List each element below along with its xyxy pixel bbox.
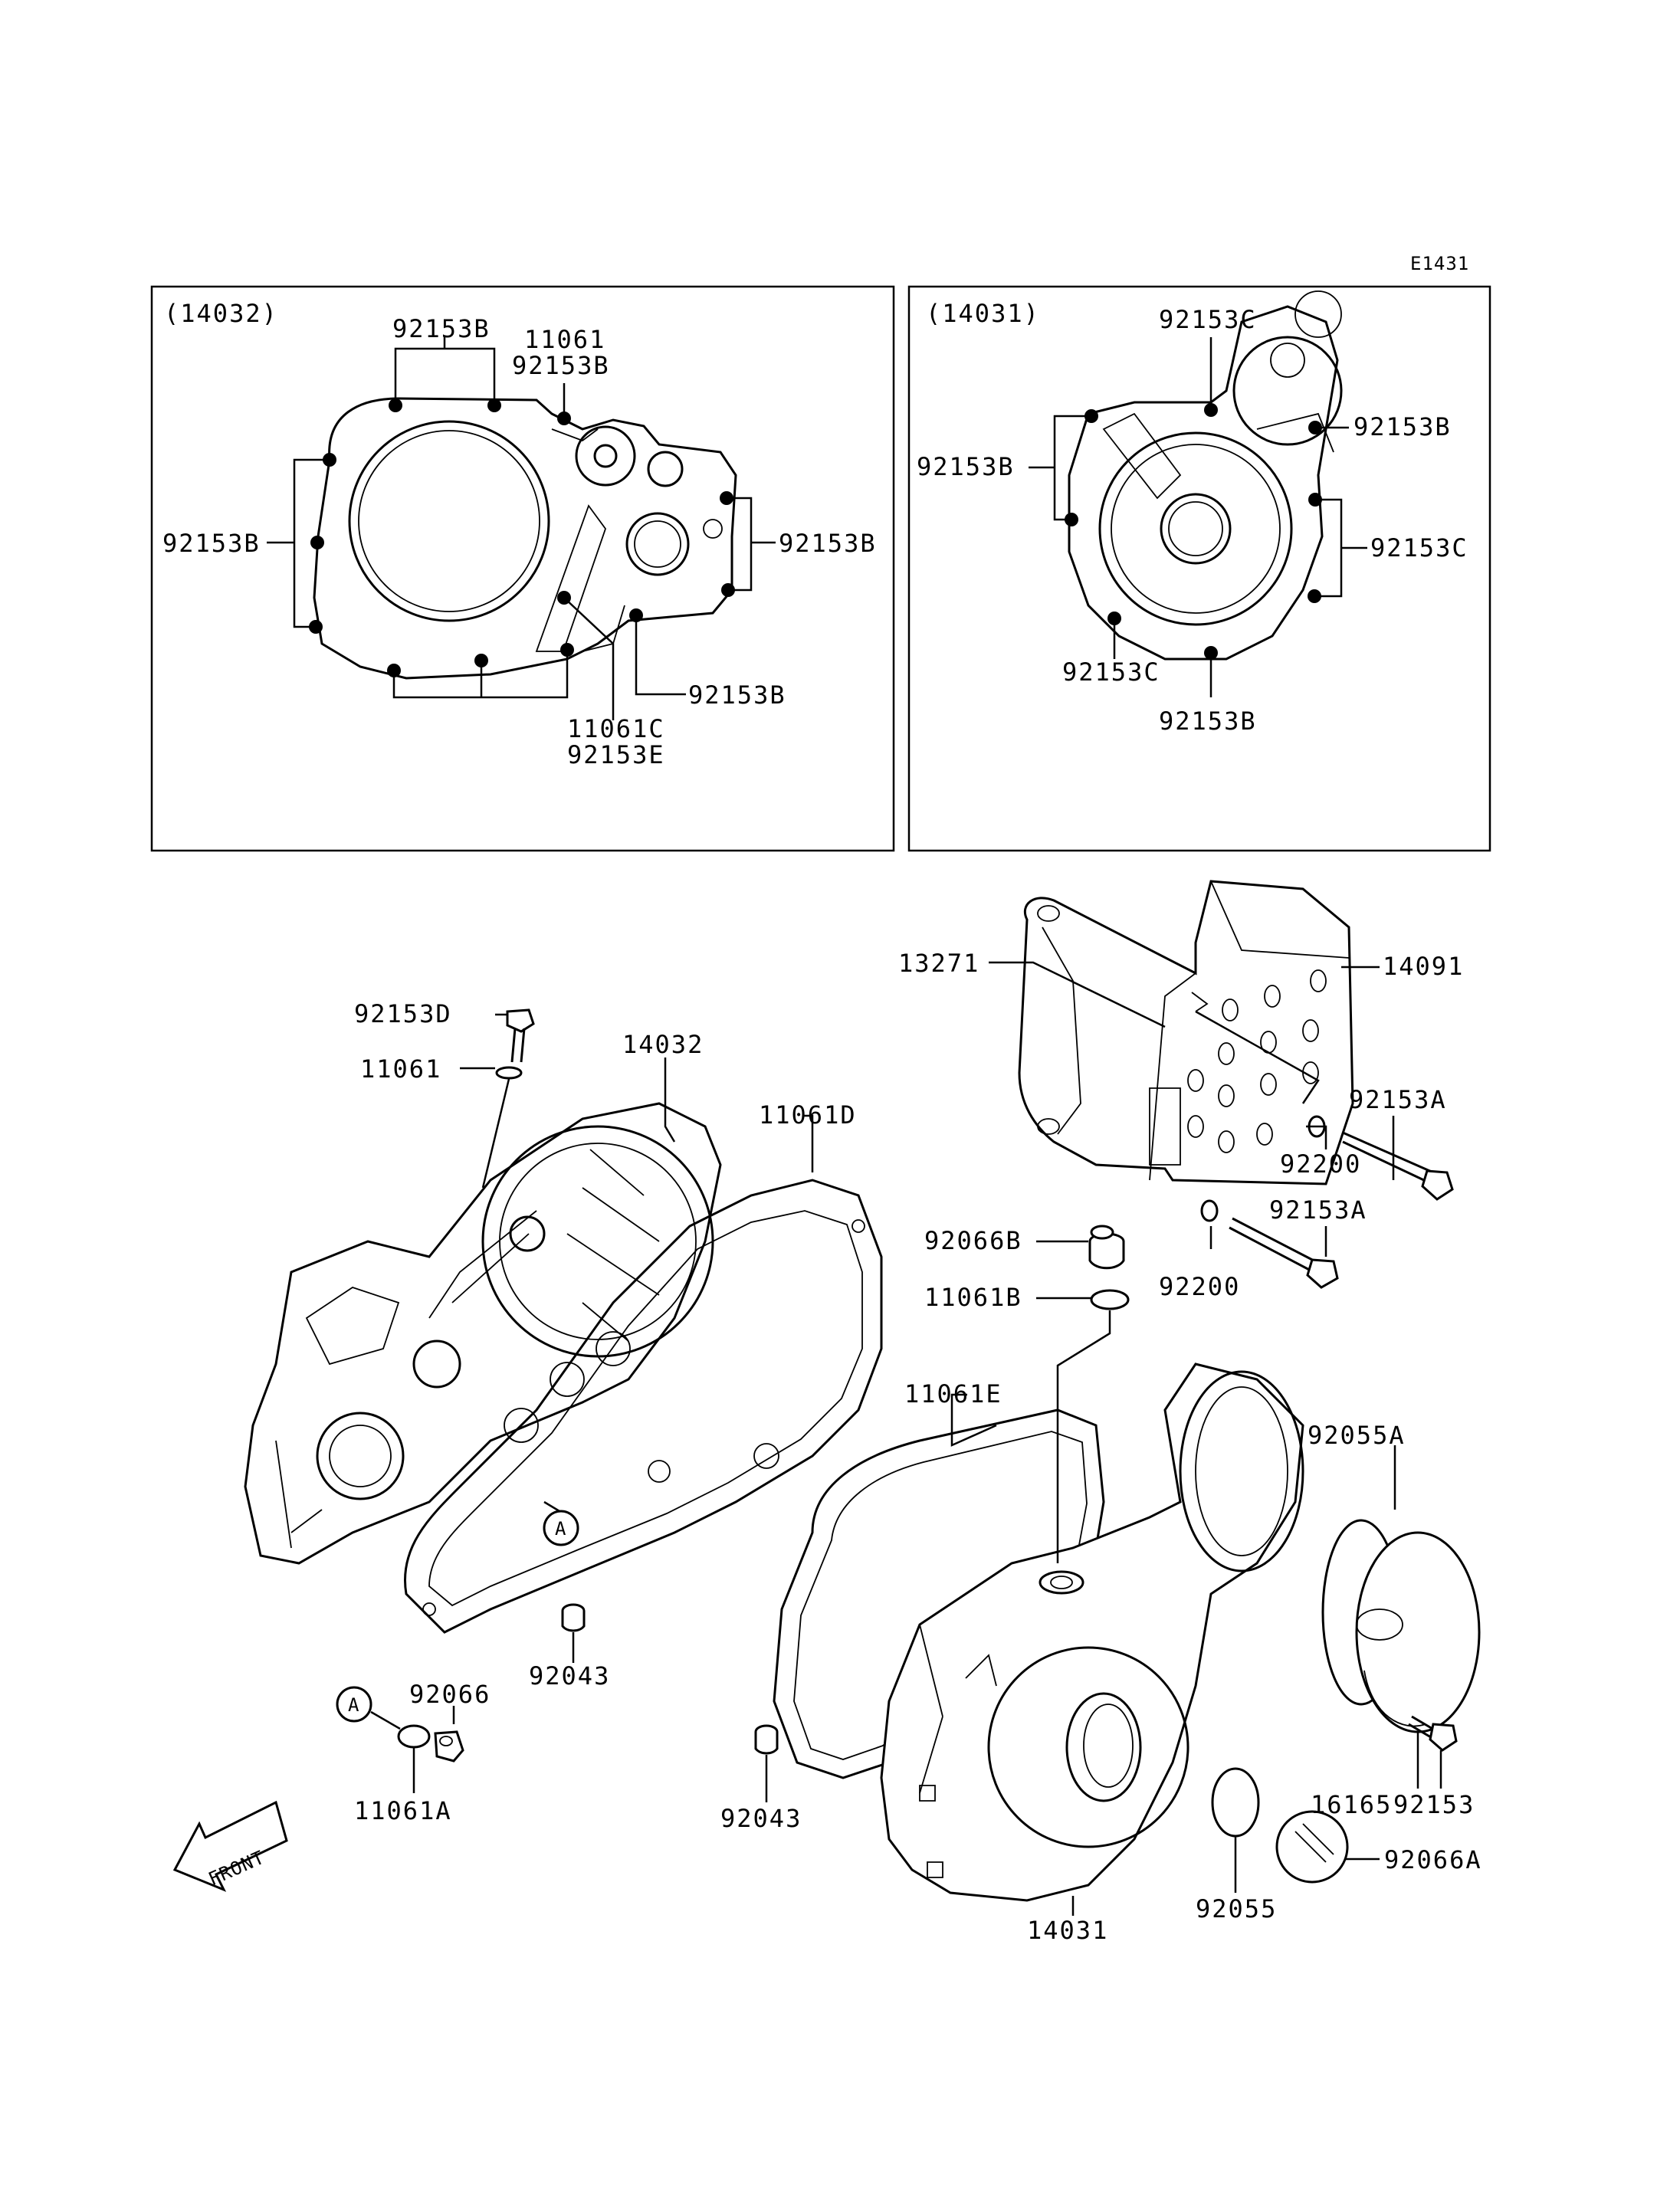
label-92153A-lower: 92153A — [1269, 1195, 1367, 1225]
o-ring-92055 — [1211, 1767, 1260, 1838]
label-92153A-upper: 92153A — [1349, 1085, 1447, 1114]
plug-92066A — [1275, 1810, 1349, 1884]
label-92153B-top-right: 92153B — [512, 351, 610, 380]
main-leaders — [370, 961, 1442, 1916]
ref-marker-a-upper: A — [543, 1510, 579, 1546]
label-92066: 92066 — [409, 1680, 491, 1709]
crankcase-cover-14032 — [244, 1102, 722, 1565]
dowel-pin-92043-left — [561, 1603, 586, 1632]
label-92153B-left: 92153B — [917, 452, 1015, 481]
dowel-pin-92043-right — [754, 1724, 779, 1755]
inset-right-frame — [907, 285, 1491, 852]
plug-92066 — [434, 1730, 464, 1763]
inset-left-cover-drawing — [313, 397, 737, 680]
ref-marker-a-lower: A — [336, 1686, 372, 1723]
gasket-11061E — [773, 1408, 1105, 1779]
label-92153D: 92153D — [354, 999, 452, 1028]
front-arrow-icon: FRONT — [172, 1800, 288, 1892]
label-11061E: 11061E — [904, 1379, 1002, 1408]
label-92153B-bottom: 92153B — [1159, 707, 1257, 736]
label-92055: 92055 — [1196, 1894, 1277, 1923]
inset-left-title: (14032) — [164, 299, 278, 328]
label-92153B-right: 92153B — [779, 529, 877, 558]
diagram-id: E1431 — [1410, 253, 1469, 274]
inset-left-frame — [150, 285, 895, 852]
label-92153B-bottom-right: 92153B — [688, 680, 786, 710]
label-11061A: 11061A — [354, 1796, 452, 1825]
inset-left-leaders — [267, 337, 776, 720]
bolt-92153D — [506, 1008, 535, 1063]
label-14031: 14031 — [1027, 1916, 1108, 1945]
label-92043-right: 92043 — [720, 1804, 802, 1833]
bolt-92153 — [1408, 1715, 1458, 1752]
label-14032: 14032 — [622, 1030, 704, 1059]
label-92200-lower: 92200 — [1159, 1272, 1240, 1301]
label-92153B-right-top: 92153B — [1354, 412, 1452, 441]
label-92043-left: 92043 — [529, 1661, 610, 1690]
label-11061D: 11061D — [759, 1100, 857, 1130]
inset-right-title: (14031) — [926, 299, 1040, 328]
svg-text:A: A — [348, 1694, 359, 1716]
label-11061B: 11061B — [924, 1283, 1022, 1312]
label-92066A: 92066A — [1384, 1845, 1482, 1874]
inset-right-leaders — [1029, 337, 1367, 697]
bolt-92153A-lower — [1200, 1199, 1339, 1289]
inset-right-14031: (14031) — [907, 285, 1491, 852]
label-11061-top-right: 11061 — [524, 325, 605, 354]
label-92153C-right: 92153C — [1370, 533, 1468, 562]
label-16165: 16165 — [1311, 1790, 1392, 1819]
label-92153B-left: 92153B — [162, 529, 261, 558]
inset-left-14032: (14032) — [150, 285, 895, 852]
svg-text:A: A — [555, 1518, 566, 1540]
label-92055A: 92055A — [1308, 1421, 1406, 1450]
label-11061C: 11061C — [567, 714, 665, 743]
label-92066B: 92066B — [924, 1226, 1022, 1255]
label-92153C-top: 92153C — [1159, 305, 1257, 334]
washer-11061 — [495, 1066, 523, 1080]
label-92153B-top: 92153B — [392, 314, 491, 343]
crankcase-cover-14031 — [880, 1362, 1304, 1902]
label-11061: 11061 — [360, 1054, 441, 1084]
gasket-11061D — [404, 1179, 883, 1634]
washer-11061B — [1090, 1289, 1130, 1310]
inset-left-bolt-dots — [309, 398, 735, 677]
cap-16165 — [1355, 1531, 1481, 1733]
label-92153E: 92153E — [567, 740, 665, 769]
label-92153C-bottom-left: 92153C — [1062, 657, 1160, 687]
inset-right-cover-drawing — [1068, 290, 1343, 661]
plate-holes — [1187, 969, 1327, 1153]
washer-11061A — [397, 1724, 431, 1749]
label-92153: 92153 — [1393, 1790, 1475, 1819]
label-14091: 14091 — [1383, 952, 1464, 981]
plug-92066B — [1088, 1225, 1125, 1270]
label-13271: 13271 — [898, 949, 979, 978]
label-92200-upper: 92200 — [1280, 1149, 1361, 1179]
guard-plate-14091 — [1018, 880, 1354, 1185]
